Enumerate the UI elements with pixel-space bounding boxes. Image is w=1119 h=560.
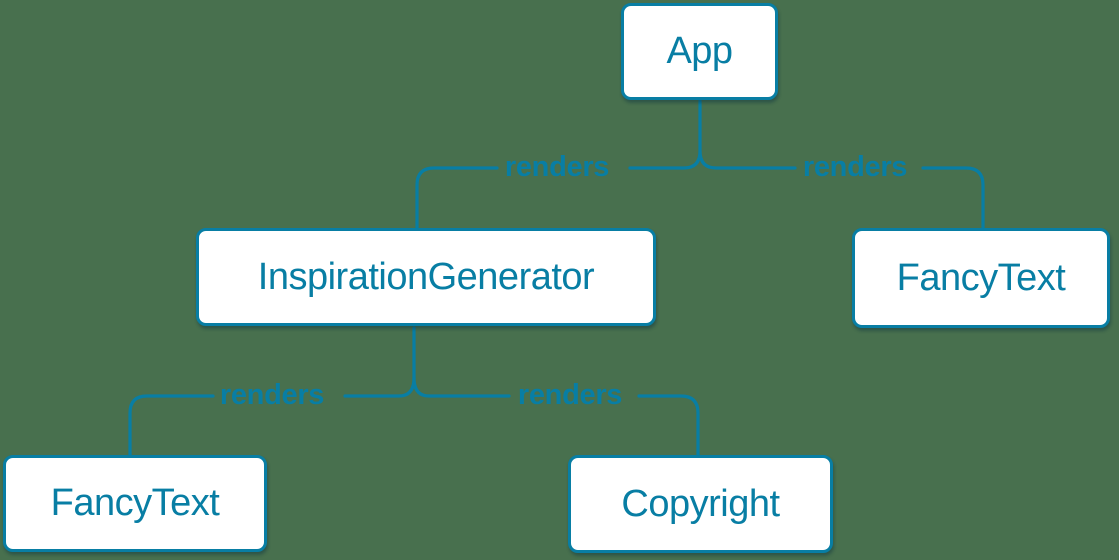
node-app: App — [621, 3, 778, 100]
edge-line-into-fancy-text-bottom — [128, 394, 215, 458]
edge-label-renders-ig-fancy-text: renders — [219, 378, 325, 411]
edge-label-renders-app-fancy-text: renders — [802, 150, 908, 183]
node-copyright: Copyright — [568, 455, 833, 553]
edge-line-into-copyright — [637, 394, 700, 458]
edge-line-into-fancy-text-top — [921, 166, 985, 231]
node-app-label: App — [666, 30, 733, 72]
edge-line-ig-right-fork — [412, 376, 511, 398]
edge-line-into-inspiration-generator — [415, 166, 499, 231]
edge-label-renders-ig-copyright: renders — [517, 378, 623, 411]
edge-line-ig-stem-left-fork — [343, 326, 416, 398]
node-fancy-text-top: FancyText — [852, 228, 1110, 328]
edge-line-app-stem-left-fork — [628, 99, 702, 170]
node-fancy-text-bottom-label: FancyText — [50, 482, 220, 524]
node-inspiration-generator-label: InspirationGenerator — [257, 255, 595, 298]
edge-label-renders-app-inspiration-generator: renders — [504, 150, 610, 183]
node-inspiration-generator: InspirationGenerator — [196, 228, 656, 326]
node-fancy-text-bottom: FancyText — [3, 455, 267, 552]
node-copyright-label: Copyright — [621, 482, 780, 525]
edge-line-app-right-fork — [698, 149, 797, 170]
node-fancy-text-top-label: FancyText — [896, 256, 1066, 299]
